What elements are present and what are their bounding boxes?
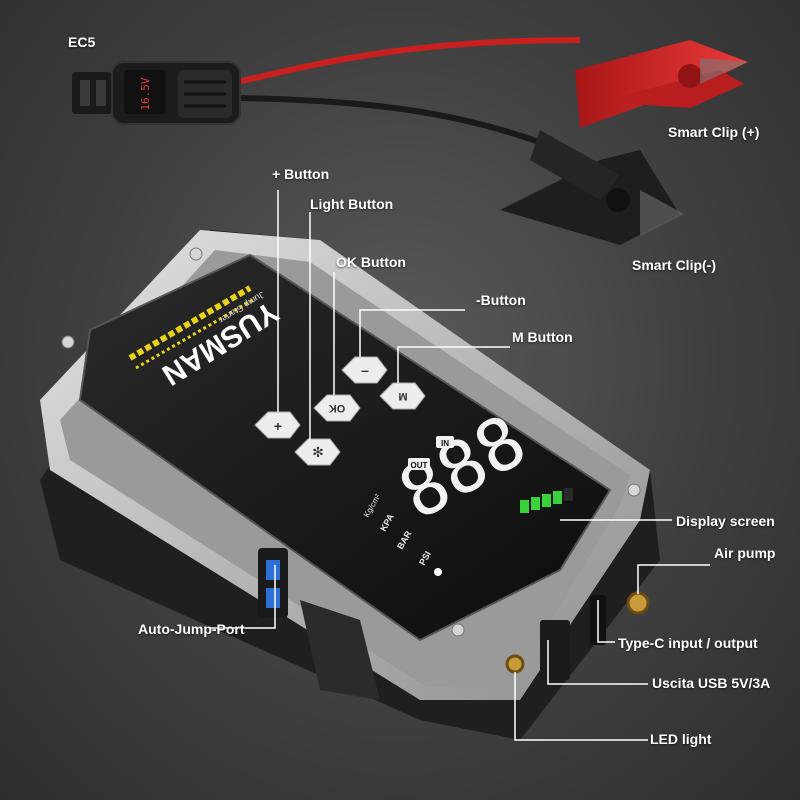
- plus-button-glyph: +: [274, 418, 282, 434]
- label-led-light: LED light: [650, 731, 712, 747]
- label-m-button: M Button: [512, 329, 573, 345]
- ec5-connector: [72, 61, 241, 125]
- in-indicator: IN: [441, 439, 449, 448]
- label-usb-out: Uscita USB 5V/3A: [652, 675, 771, 691]
- label-plus-button: + Button: [272, 166, 330, 182]
- battery-segment: [520, 500, 529, 513]
- light-button-shape[interactable]: [294, 438, 341, 466]
- m-button-shape[interactable]: [379, 382, 426, 410]
- label-type-c: Type-C input / output: [618, 635, 758, 651]
- ec5-display-text: 16.5V: [139, 77, 152, 110]
- label-ec5: EC5: [68, 34, 96, 50]
- battery-level-indicator: [520, 488, 573, 513]
- callout-lines: [210, 190, 710, 741]
- battery-segment: [531, 497, 540, 510]
- battery-segment: [553, 491, 562, 504]
- black-cable: [237, 95, 562, 153]
- jump-starter-body: [40, 230, 660, 740]
- battery-segment: [542, 494, 551, 507]
- label-smart-clip-positive: Smart Clip (+): [668, 124, 760, 140]
- out-indicator: OUT: [411, 461, 428, 470]
- label-air-pump: Air pump: [714, 545, 776, 561]
- smart-clip-negative: [500, 130, 684, 245]
- label-display-screen: Display screen: [676, 513, 775, 529]
- label-auto-jump-port: Auto-Jump-Port: [138, 621, 245, 637]
- m-button-glyph: M: [398, 390, 407, 402]
- device-buttons: [254, 356, 426, 466]
- red-cable: [237, 37, 581, 85]
- smart-clip-positive: [575, 40, 748, 128]
- ok-button-glyph: OK: [329, 402, 346, 414]
- light-icon: ✻: [312, 444, 324, 460]
- label-smart-clip-negative: Smart Clip(-): [632, 257, 716, 273]
- battery-segment: [564, 488, 573, 501]
- ok-button-shape[interactable]: [313, 394, 361, 422]
- label-ok-button: OK Button: [336, 254, 406, 270]
- label-minus-button: -Button: [476, 292, 526, 308]
- label-light-button: Light Button: [310, 196, 394, 212]
- minus-button-shape[interactable]: [341, 356, 388, 384]
- plus-button-shape[interactable]: [254, 411, 301, 439]
- minus-button-glyph: –: [361, 362, 369, 378]
- brand-area: [128, 285, 257, 370]
